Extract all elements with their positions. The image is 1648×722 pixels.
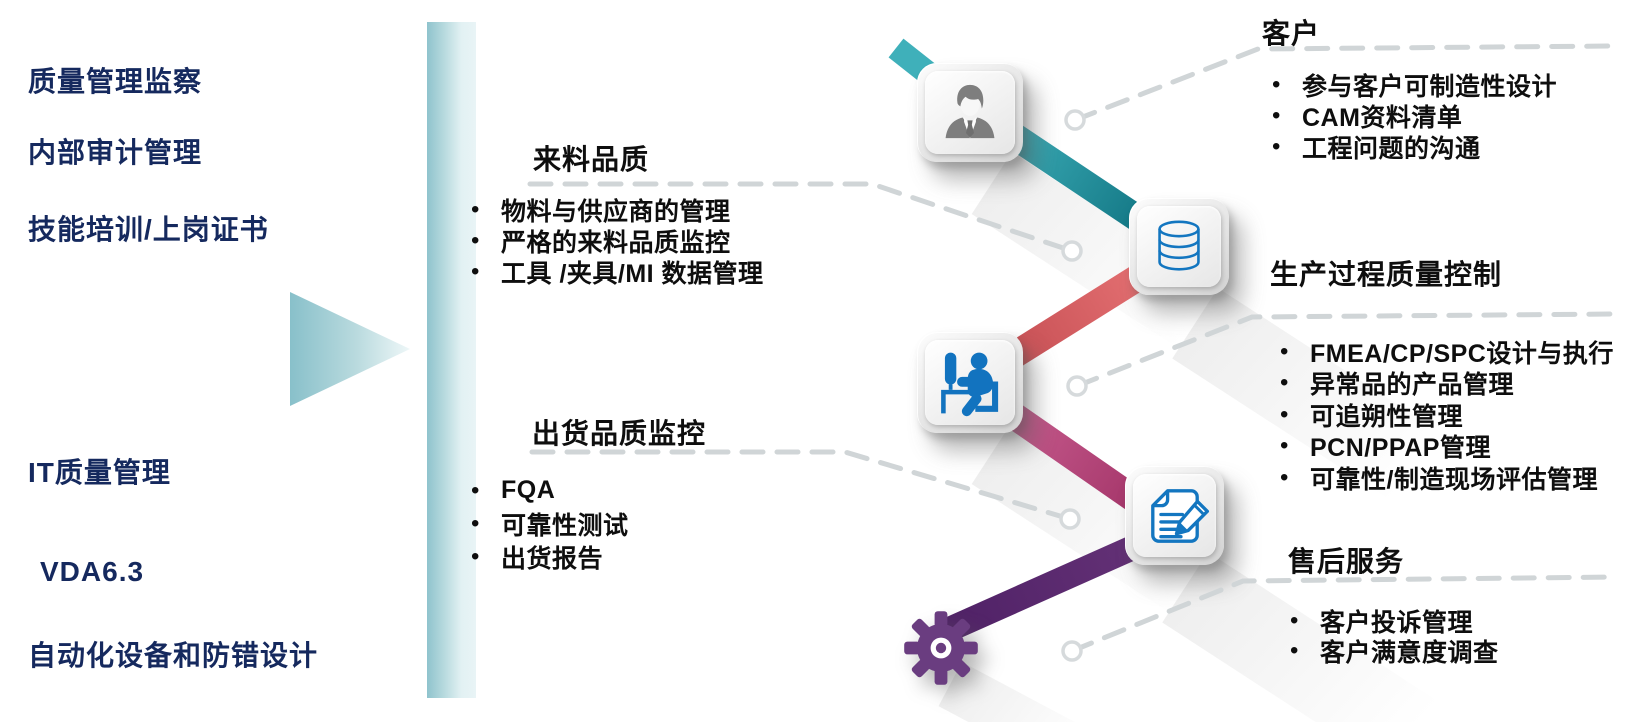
- list-item-label: FMEA/CP/SPC设计与执行: [1310, 339, 1614, 368]
- list-item-label: 出货报告: [501, 544, 604, 573]
- list-item: • 参与客户可制造性设计: [1272, 69, 1558, 101]
- bullet-icon: •: [471, 257, 480, 285]
- left-item-internal-audit: 内部审计管理: [28, 137, 203, 168]
- list-item-label: CAM资料清单: [1302, 103, 1463, 132]
- connector-dot: [1064, 109, 1086, 131]
- database-node-tile: [1129, 198, 1229, 295]
- vertical-gradient-bar: [427, 22, 476, 698]
- red-ribbon: [992, 258, 1158, 376]
- list-item: • 严格的来料品质监控: [471, 225, 764, 257]
- left-item-vda63: VDA6.3: [40, 556, 145, 587]
- bullet-icon: •: [1290, 607, 1299, 634]
- database-icon: [1137, 206, 1221, 287]
- bullet-icon: •: [1280, 432, 1289, 460]
- list-item: • 可靠性/制造现场评估管理: [1280, 462, 1614, 494]
- operator-desk-icon: [925, 340, 1015, 425]
- bullet-icon: •: [1272, 101, 1281, 129]
- list-item: • 异常品的产品管理: [1280, 368, 1614, 400]
- customer-title: 客户: [1262, 18, 1321, 49]
- list-item: • 工具 /夹具/MI 数据管理: [471, 256, 764, 288]
- list-item: • FMEA/CP/SPC设计与执行: [1280, 336, 1614, 368]
- incoming-quality-list: • 物料与供应商的管理 • 严格的来料品质监控 • 工具 /夹具/MI 数据管理: [471, 194, 764, 288]
- bullet-icon: •: [1280, 369, 1289, 397]
- list-item-label: FQA: [501, 476, 556, 504]
- customer-node-tile: [917, 63, 1023, 162]
- production-process-list: • FMEA/CP/SPC设计与执行 • 异常品的产品管理 • 可追朔性管理 • PCN/PP…: [1280, 336, 1614, 494]
- list-item: • 可追朔性管理: [1280, 399, 1614, 431]
- dashed-line-incoming: [527, 181, 1075, 254]
- list-item-label: 工具 /夹具/MI 数据管理: [501, 259, 764, 288]
- list-item: • CAM资料清单: [1272, 100, 1557, 132]
- left-item-automation: 自动化设备和防错设计: [28, 640, 319, 671]
- dashed-line-aftersales: [1069, 574, 1619, 654]
- list-item-label: 可追朔性管理: [1310, 402, 1464, 431]
- gear-icon: [901, 608, 981, 688]
- list-item-label: 异常品的产品管理: [1310, 371, 1515, 400]
- bullet-icon: •: [1280, 400, 1289, 428]
- production-process-title: 生产过程质量控制: [1270, 259, 1503, 290]
- list-item-label: 可靠性测试: [501, 511, 629, 540]
- shipping-quality-title: 出货品质监控: [532, 418, 707, 449]
- document-edit-icon: [1133, 474, 1216, 557]
- connector-dot: [1059, 508, 1081, 530]
- dashed-line-production: [1074, 311, 1619, 389]
- dashed-line-shipping: [529, 449, 1073, 522]
- incoming-quality-title: 来料品质: [533, 144, 650, 175]
- list-item-label: 参与客户可制造性设计: [1302, 72, 1558, 101]
- operator-node-tile: [917, 332, 1023, 433]
- list-item: • FQA: [471, 474, 629, 507]
- bullet-icon: •: [1272, 70, 1281, 98]
- list-item-label: 可靠性/制造现场评估管理: [1310, 465, 1598, 494]
- bullet-icon: •: [1272, 132, 1281, 160]
- list-item: • 客户投诉管理: [1290, 606, 1499, 637]
- connector-dot: [1061, 640, 1083, 662]
- list-item-label: PCN/PPAP管理: [1310, 434, 1491, 463]
- bullet-icon: •: [471, 226, 480, 254]
- shipping-quality-list: • FQA • 可靠性测试 • 出货报告: [471, 474, 629, 573]
- list-item: • 出货报告: [471, 540, 629, 573]
- document-node-tile: [1125, 466, 1224, 565]
- left-item-it-quality: IT质量管理: [28, 457, 171, 488]
- list-item-label: 客户满意度调查: [1320, 639, 1499, 667]
- customer-list: • 参与客户可制造性设计 • CAM资料清单 • 工程问题的沟通: [1272, 69, 1558, 163]
- purple-ribbon: [942, 528, 1156, 642]
- after-sales-title: 售后服务: [1288, 546, 1405, 577]
- bullet-icon: •: [1280, 463, 1289, 491]
- bullet-icon: •: [471, 542, 480, 570]
- after-sales-list: • 客户投诉管理 • 客户满意度调查: [1290, 606, 1499, 667]
- list-item-label: 严格的来料品质监控: [501, 228, 731, 257]
- list-item: • 物料与供应商的管理: [471, 194, 764, 226]
- bullet-icon: •: [471, 195, 480, 223]
- businessman-icon: [925, 71, 1015, 154]
- list-item-label: 工程问题的沟通: [1302, 134, 1481, 163]
- connector-dot: [1066, 375, 1088, 397]
- left-item-skill-training: 技能培训/上岗证书: [28, 214, 269, 245]
- list-item-label: 物料与供应商的管理: [501, 197, 731, 226]
- list-item-label: 客户投诉管理: [1320, 609, 1474, 637]
- bullet-icon: •: [1280, 337, 1289, 365]
- bullet-icon: •: [471, 476, 480, 504]
- connector-dot: [1061, 240, 1083, 262]
- list-item: • 可靠性测试: [471, 507, 629, 540]
- list-item: • 客户满意度调查: [1290, 636, 1499, 667]
- list-item: • 工程问题的沟通: [1272, 131, 1557, 163]
- bullet-icon: •: [1290, 637, 1299, 664]
- list-item: • PCN/PPAP管理: [1280, 431, 1614, 463]
- bullet-icon: •: [471, 509, 480, 537]
- left-item-quality-supervision: 质量管理监察: [28, 66, 203, 97]
- dashed-line-customer: [1072, 43, 1615, 123]
